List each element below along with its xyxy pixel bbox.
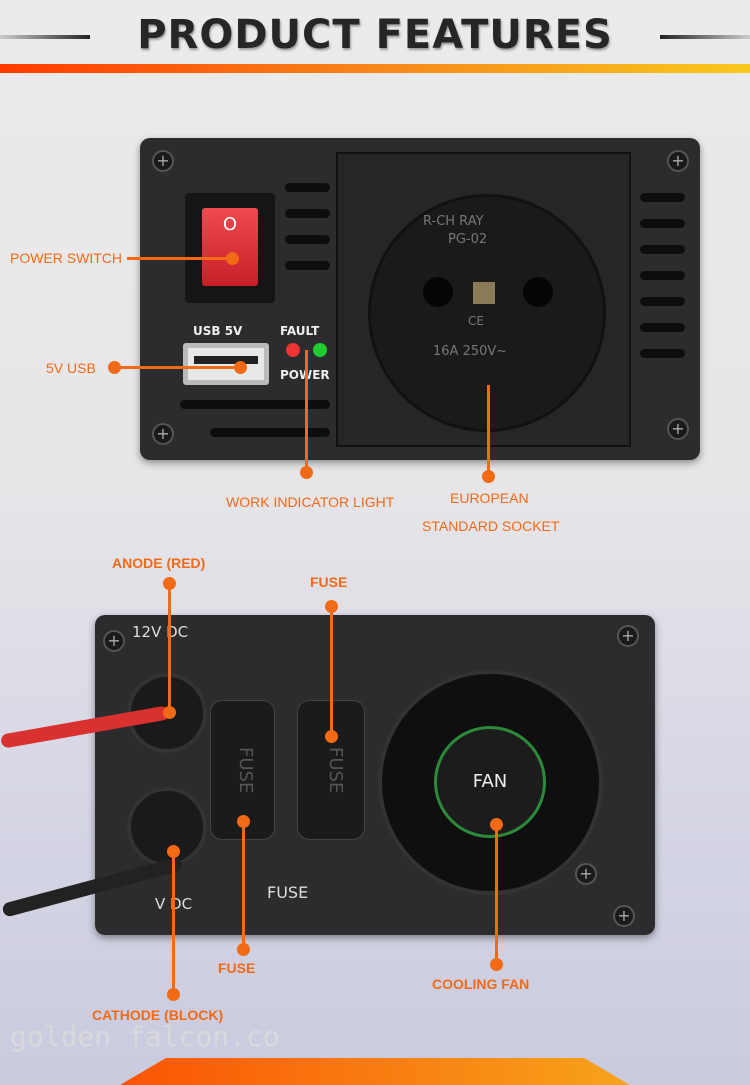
socket-model: PG-02 xyxy=(448,232,488,247)
cooling-fan: FAN xyxy=(378,670,603,895)
vents xyxy=(285,183,330,270)
usb-port[interactable] xyxy=(183,343,269,385)
callout-dot xyxy=(167,845,180,858)
callout-dot xyxy=(163,706,176,719)
fuse-panel-label: FUSE xyxy=(267,883,309,902)
header-left-rule xyxy=(0,35,90,39)
callout-dot xyxy=(482,470,495,483)
footer-accent-bar xyxy=(120,1058,630,1085)
rocker-switch-mark: O xyxy=(202,208,258,286)
callout-socket-line1: EUROPEAN xyxy=(450,490,529,506)
socket-hole xyxy=(423,277,453,307)
screw-icon: + xyxy=(617,625,639,647)
fault-label: FAULT xyxy=(280,324,320,338)
vent xyxy=(180,400,330,409)
callout-dot xyxy=(237,943,250,956)
callout-line xyxy=(487,385,490,473)
callout-line xyxy=(242,822,245,950)
watermark: golden falcon.co xyxy=(10,1020,280,1053)
usb-label: USB 5V xyxy=(193,324,243,338)
socket-screw xyxy=(473,282,495,304)
screw-icon: + xyxy=(575,863,597,885)
callout-dot xyxy=(300,466,313,479)
callout-fuse-bottom: FUSE xyxy=(218,960,256,976)
callout-usb: 5V USB xyxy=(46,360,96,376)
inverter-rear-panel: + + + + 12V DC V DC FUSE FUSE FUSE FAN xyxy=(95,615,655,935)
callout-dot xyxy=(490,958,503,971)
power-led xyxy=(313,343,327,357)
callout-dot xyxy=(325,730,338,743)
vents xyxy=(640,193,685,358)
callout-line xyxy=(127,257,230,260)
screw-icon: + xyxy=(613,905,635,927)
callout-line xyxy=(172,852,175,995)
screw-icon: + xyxy=(152,423,174,445)
callout-line xyxy=(168,585,171,712)
screw-icon: + xyxy=(667,150,689,172)
callout-power-switch: POWER SWITCH xyxy=(10,250,122,266)
callout-line xyxy=(305,350,308,472)
callout-fuse-top: FUSE xyxy=(310,574,348,590)
socket-brand: R-CH RAY xyxy=(423,214,484,229)
callout-dot xyxy=(163,577,176,590)
vent xyxy=(210,428,330,437)
eu-socket: R-CH RAY PG-02 CE 16A 250V~ xyxy=(336,152,631,447)
callout-line xyxy=(495,825,498,965)
callout-dot xyxy=(490,818,503,831)
callout-cathode: CATHODE (BLOCK) xyxy=(92,1007,224,1023)
cathode-terminal xyxy=(127,787,207,867)
power-switch[interactable]: O xyxy=(185,193,275,303)
screw-icon: + xyxy=(103,630,125,652)
callout-dot xyxy=(325,600,338,613)
callout-dot xyxy=(167,988,180,1001)
callout-dot xyxy=(108,361,121,374)
inverter-front-panel: + + + + O USB 5V FAULT POWER R-CH RAY PG… xyxy=(140,138,700,460)
page-title: PRODUCT FEATURES xyxy=(137,12,613,58)
callout-dot xyxy=(234,361,247,374)
callout-indicator: WORK INDICATOR LIGHT xyxy=(226,494,395,510)
callout-fan: COOLING FAN xyxy=(432,976,530,992)
callout-dot xyxy=(237,815,250,828)
screw-icon: + xyxy=(152,150,174,172)
socket-hole xyxy=(523,277,553,307)
screw-icon: + xyxy=(667,418,689,440)
callout-socket-line2: STANDARD SOCKET xyxy=(422,518,560,534)
callout-line xyxy=(330,608,333,735)
callout-dot xyxy=(226,252,239,265)
header-accent-bar xyxy=(0,64,750,73)
socket-rating: 16A 250V~ xyxy=(433,344,508,359)
fan-hub-label: FAN xyxy=(434,726,546,838)
callout-line xyxy=(115,366,240,369)
callout-anode: ANODE (RED) xyxy=(112,555,206,571)
power-label: POWER xyxy=(280,368,330,382)
dc-top-label: 12V DC xyxy=(132,623,189,641)
fault-led xyxy=(286,343,300,357)
header-right-rule xyxy=(660,35,750,39)
socket-ce: CE xyxy=(468,314,484,328)
